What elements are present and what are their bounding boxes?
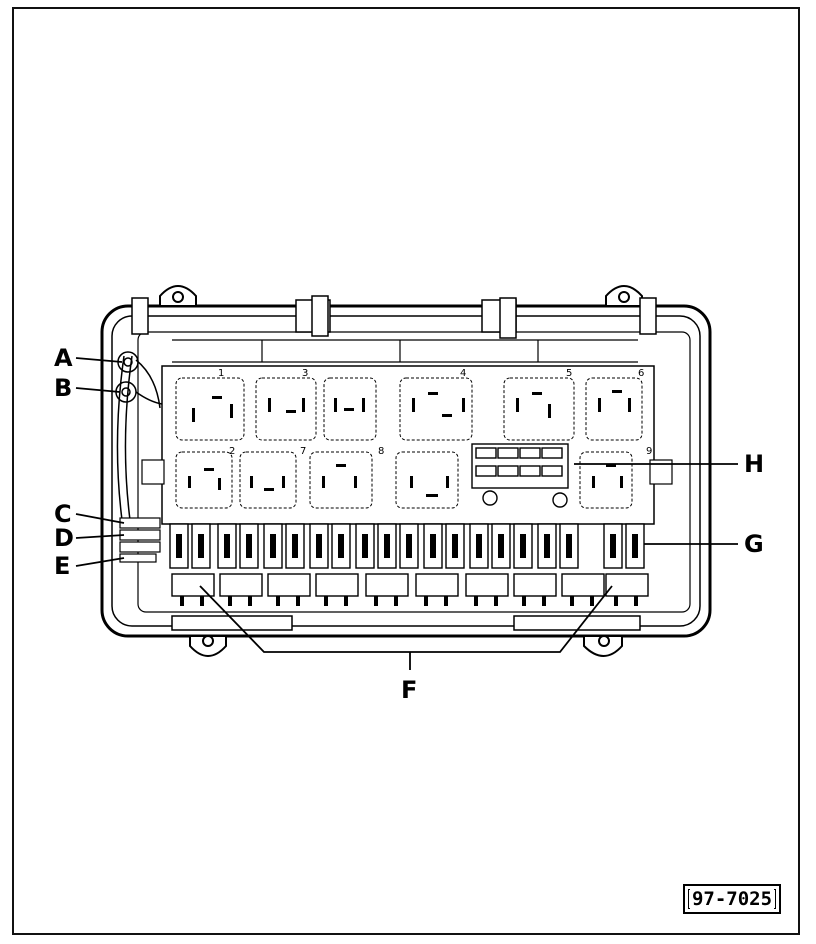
relay-position-5: 5 [566, 368, 573, 379]
figure-reference-box: 97-7025 [683, 884, 781, 914]
callout-g: G [744, 530, 764, 558]
callout-h: H [744, 450, 765, 478]
callout-a: A [54, 344, 73, 372]
relay-position-2: 2 [229, 446, 236, 457]
fuse-elements [176, 534, 638, 558]
spare-fuse-legs [180, 596, 638, 606]
top-rail [172, 339, 638, 363]
relay-position-9: 9 [646, 446, 653, 457]
spare-fuse-holders [171, 573, 649, 597]
circuit-board [141, 365, 673, 525]
mounting-ears [159, 285, 643, 657]
leader-d [75, 534, 125, 539]
relay-position-4: 4 [460, 368, 467, 379]
leader-b [75, 387, 121, 393]
callout-e: E [54, 552, 71, 580]
callout-d: D [54, 524, 74, 552]
callout-f: F [401, 676, 418, 704]
cable-bundle [115, 351, 163, 521]
relay-position-6: 6 [638, 368, 645, 379]
figure-reference-code: 97-7025 [689, 888, 775, 910]
relay-position-8: 8 [378, 446, 385, 457]
relay-footprints [175, 377, 643, 509]
leader-e [75, 557, 125, 567]
leader-lines [75, 357, 738, 670]
terminal-strip [119, 517, 161, 563]
callout-c: C [54, 500, 72, 528]
callout-b: B [54, 374, 73, 402]
relay-pin-slots [188, 390, 631, 497]
leader-f [199, 585, 613, 653]
leader-a [75, 357, 123, 363]
relay-position-1: 1 [218, 368, 225, 379]
leader-c [75, 513, 125, 524]
bottom-clips [171, 615, 641, 631]
housing [100, 304, 712, 638]
figure-frame [12, 7, 800, 935]
relay-position-3: 3 [302, 368, 309, 379]
mini-fuse-block [471, 443, 569, 508]
relay-position-7: 7 [300, 446, 307, 457]
top-clips [131, 295, 657, 339]
